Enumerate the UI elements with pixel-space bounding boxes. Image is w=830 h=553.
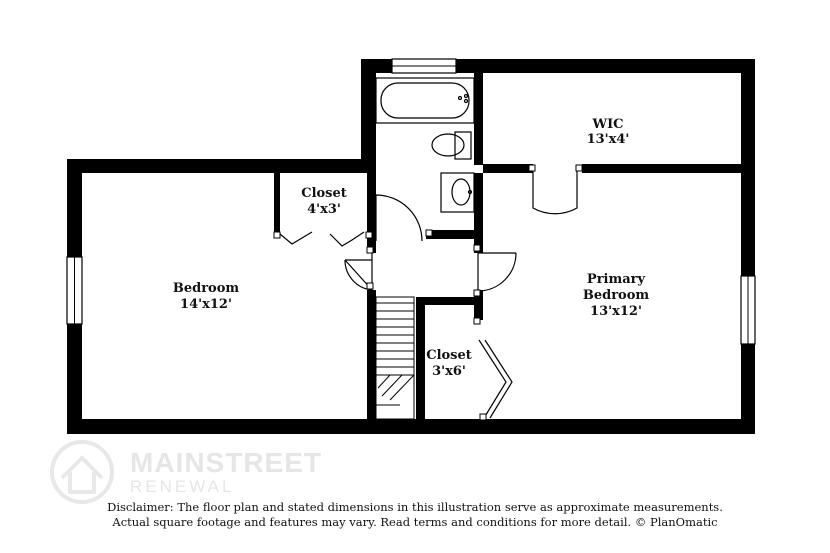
door-closet-upper-left (279, 231, 313, 245)
door-closet-upper-right (329, 231, 365, 247)
door-primary (477, 252, 517, 292)
label-bedroom-size: 14'x12' (180, 297, 232, 312)
doors (279, 168, 578, 419)
label-closet-upper-name: Closet (301, 186, 347, 201)
label-wic-name: WIC (591, 117, 623, 132)
label-primary-name-1: Primary (587, 272, 646, 287)
stairs (375, 296, 415, 420)
label-primary-name-2: Bedroom (583, 288, 650, 303)
label-bedroom-name: Bedroom (173, 281, 240, 296)
door-wic (532, 168, 578, 215)
room-labels: WIC 13'x4' Closet 4'x3' Bedroom 14'x12' … (173, 117, 650, 379)
toilet-tank (454, 131, 472, 160)
watermark-brand-top: MAINSTREET (130, 447, 322, 478)
watermark-logo: MAINSTREET RENEWAL (50, 440, 322, 504)
tub-basin (380, 82, 470, 119)
disclaimer-line-1: Disclaimer: The floor plan and stated di… (107, 500, 723, 514)
sink-vanity (440, 172, 475, 213)
interior-walls (274, 73, 741, 419)
door-bath (375, 194, 423, 242)
toilet-bowl (431, 133, 465, 157)
bathtub (375, 77, 475, 124)
label-closet-lower-name: Closet (426, 348, 472, 363)
door-closet-lower (478, 339, 507, 419)
windows (66, 58, 756, 345)
label-primary-size: 13'x12' (590, 304, 642, 319)
label-wic-size: 13'x4' (587, 132, 630, 147)
label-closet-upper-size: 4'x3' (307, 202, 341, 217)
disclaimer-line-2: Actual square footage and features may v… (112, 515, 718, 529)
watermark-brand-bottom: RENEWAL (130, 477, 234, 496)
label-closet-lower-size: 3'x6' (432, 364, 466, 379)
door-jambs (273, 164, 583, 421)
sink-basin (451, 178, 471, 206)
bath-fixtures (375, 77, 475, 213)
